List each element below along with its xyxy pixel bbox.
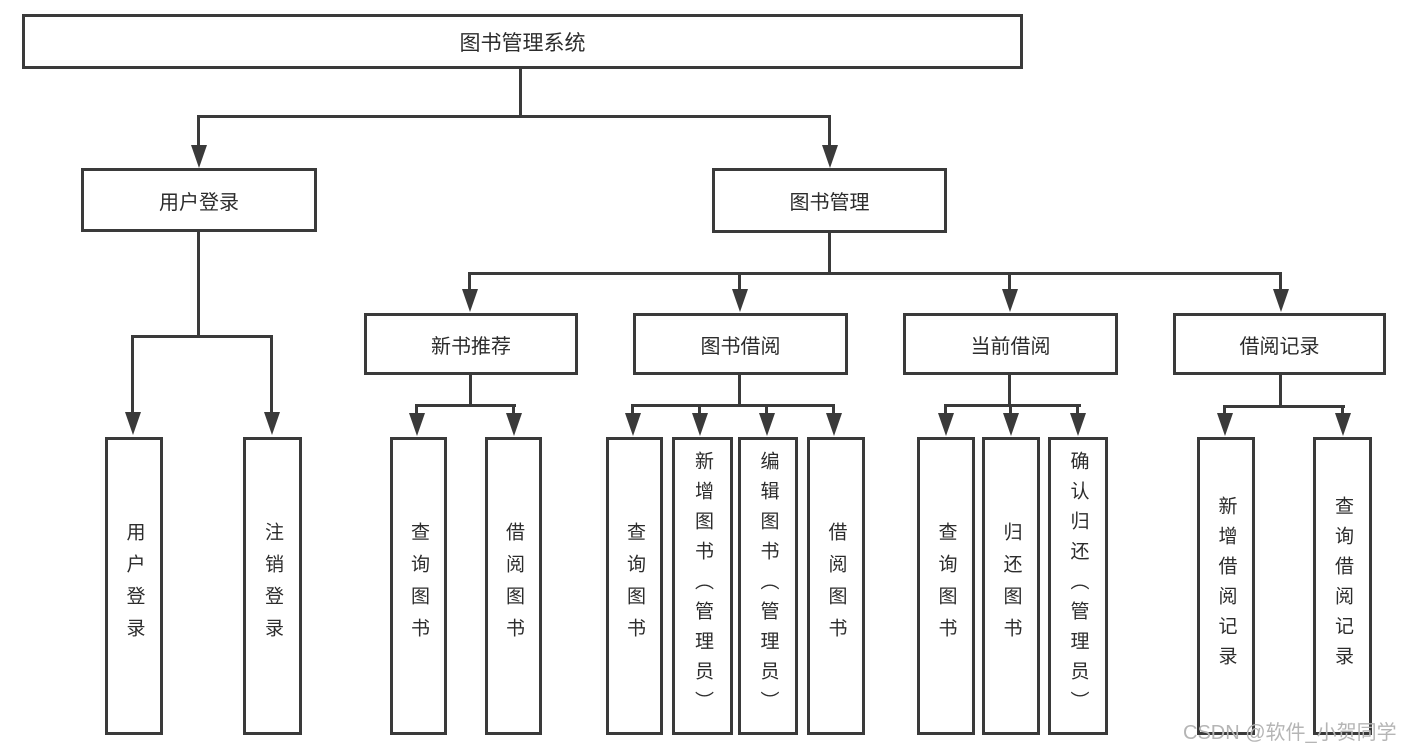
node-user-login: 用户登录 — [81, 168, 317, 232]
node-borrow-record-label: 借阅记录 — [1239, 335, 1320, 358]
arrow-down — [826, 413, 842, 436]
node-book-borrow: 图书借阅 — [633, 313, 848, 375]
leaf-confirm-return-admin: 确认归还（管理员） — [1048, 437, 1108, 735]
connector-line — [738, 375, 741, 407]
connector-line — [270, 335, 273, 414]
connector-line — [131, 335, 134, 414]
arrow-down — [264, 412, 280, 435]
leaf-borrow-book-1-label: 借阅图书 — [503, 522, 524, 650]
node-root-label: 图书管理系统 — [459, 31, 586, 55]
leaf-query-book-1: 查询图书 — [390, 437, 447, 735]
connector-line — [1279, 375, 1282, 408]
arrow-down — [125, 412, 141, 435]
leaf-logout: 注销登录 — [243, 437, 302, 735]
node-root: 图书管理系统 — [22, 14, 1023, 69]
connector-line — [738, 272, 741, 291]
leaf-edit-book-admin: 编辑图书（管理员） — [738, 437, 798, 735]
connector-line — [1341, 405, 1344, 415]
arrow-down — [732, 289, 748, 312]
node-new-book-recommend-label: 新书推荐 — [431, 335, 511, 358]
arrow-down — [1273, 289, 1289, 312]
connector-line — [131, 335, 273, 338]
connector-line — [519, 69, 522, 117]
connector-line — [1223, 405, 1345, 408]
node-book-borrow-label: 图书借阅 — [700, 335, 781, 358]
connector-line — [1009, 404, 1012, 415]
leaf-add-borrow-record: 新增借阅记录 — [1197, 437, 1255, 735]
arrow-down — [625, 413, 641, 436]
node-book-mgmt-label: 图书管理 — [789, 192, 870, 214]
leaf-return-book: 归还图书 — [982, 437, 1040, 735]
arrow-down — [1002, 289, 1018, 312]
node-borrow-record: 借阅记录 — [1173, 313, 1386, 375]
arrow-down — [462, 289, 478, 312]
arrow-down — [1217, 413, 1233, 436]
leaf-borrow-book-1: 借阅图书 — [485, 437, 542, 735]
connector-line — [468, 272, 1282, 275]
connector-line — [1076, 404, 1079, 415]
arrow-down — [759, 413, 775, 436]
connector-line — [944, 404, 947, 415]
leaf-query-book-2: 查询图书 — [606, 437, 663, 735]
connector-line — [468, 272, 471, 291]
connector-line — [415, 404, 516, 407]
arrow-down — [692, 413, 708, 436]
leaf-edit-book-admin-label: 编辑图书（管理员） — [757, 451, 779, 721]
node-new-book-recommend: 新书推荐 — [364, 313, 578, 375]
arrow-down — [822, 145, 838, 168]
leaf-query-borrow-record-label: 查询借阅记录 — [1332, 496, 1353, 676]
arrow-down — [1070, 413, 1086, 436]
connector-line — [832, 404, 835, 415]
leaf-confirm-return-admin-label: 确认归还（管理员） — [1067, 451, 1089, 721]
leaf-return-book-label: 归还图书 — [1000, 522, 1022, 650]
leaf-user-login: 用户登录 — [105, 437, 163, 735]
connector-line — [1223, 405, 1226, 415]
connector-line — [469, 375, 472, 407]
arrow-down — [1003, 413, 1019, 436]
connector-line — [1008, 375, 1011, 407]
connector-line — [197, 115, 831, 118]
leaf-query-book-3: 查询图书 — [917, 437, 975, 735]
leaf-add-borrow-record-label: 新增借阅记录 — [1215, 496, 1237, 676]
arrow-down — [191, 145, 207, 168]
leaf-query-book-3-label: 查询图书 — [935, 522, 957, 650]
leaf-query-book-1-label: 查询图书 — [408, 522, 429, 650]
leaf-borrow-book-2: 借阅图书 — [807, 437, 865, 735]
leaf-user-login-label: 用户登录 — [123, 522, 145, 650]
arrow-down — [506, 413, 522, 436]
node-user-login-label: 用户登录 — [159, 191, 239, 214]
arrow-down — [1335, 413, 1351, 436]
csdn-watermark: CSDN @软件_小贺同学 — [1183, 722, 1397, 744]
leaf-logout-label: 注销登录 — [262, 522, 283, 650]
connector-line — [631, 404, 634, 415]
connector-line — [197, 232, 200, 338]
arrow-down — [938, 413, 954, 436]
connector-line — [1279, 272, 1282, 291]
connector-line — [944, 404, 1081, 407]
connector-line — [698, 404, 701, 415]
arrow-down — [409, 413, 425, 436]
node-current-borrow: 当前借阅 — [903, 313, 1118, 375]
connector-line — [1008, 272, 1011, 291]
leaf-query-book-2-label: 查询图书 — [624, 522, 645, 650]
connector-line — [512, 404, 515, 415]
node-current-borrow-label: 当前借阅 — [970, 335, 1051, 358]
connector-line — [828, 233, 831, 275]
leaf-query-borrow-record: 查询借阅记录 — [1313, 437, 1372, 735]
leaf-add-book-admin-label: 新增图书（管理员） — [692, 451, 713, 721]
connector-line — [631, 404, 835, 407]
leaf-borrow-book-2-label: 借阅图书 — [825, 522, 847, 650]
connector-line — [197, 115, 200, 147]
node-book-mgmt: 图书管理 — [712, 168, 947, 233]
connector-line — [828, 115, 831, 147]
connector-line — [765, 404, 768, 415]
connector-line — [415, 404, 418, 415]
leaf-add-book-admin: 新增图书（管理员） — [672, 437, 733, 735]
